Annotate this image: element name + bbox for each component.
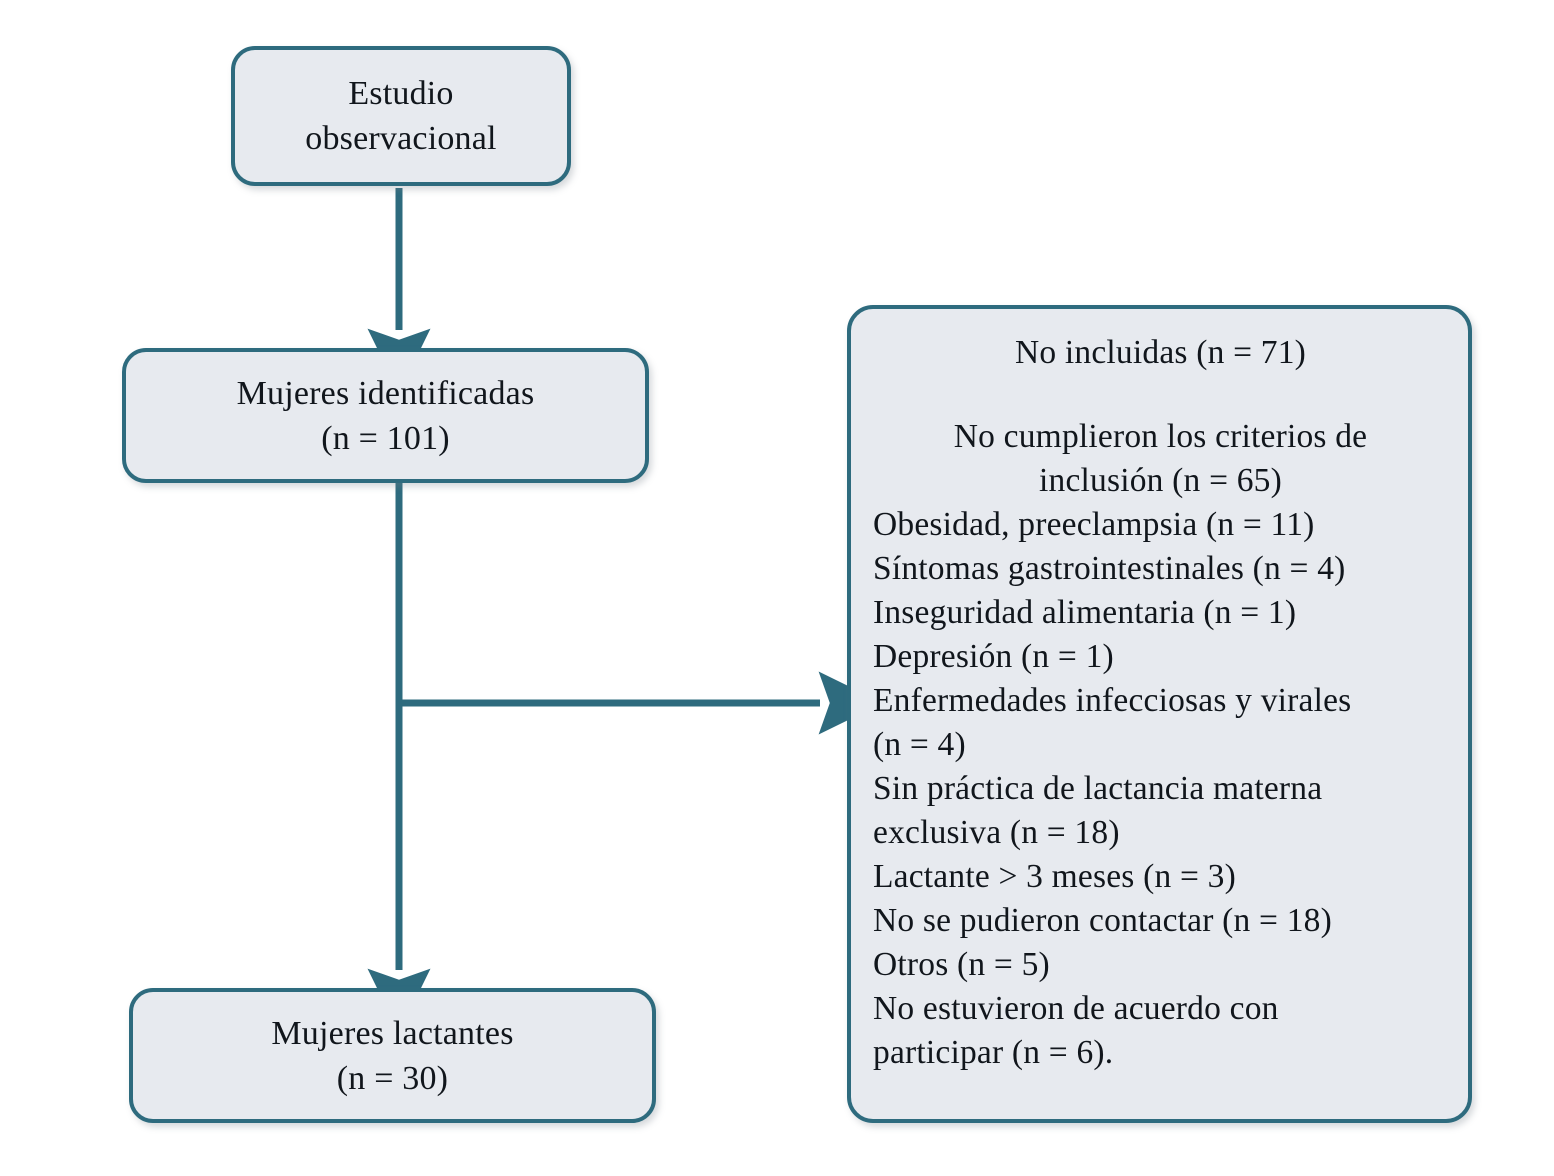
excluded-subtitle-line-2: inclusión (n = 65) [1038, 462, 1282, 499]
node-lactating-label: Mujeres lactantes [271, 1014, 514, 1052]
excluded-reason-7: Lactante > 3 meses (n = 3) [873, 858, 1236, 895]
node-study-observacional[interactable]: Estudio observacional [231, 46, 571, 186]
excluded-title-spacer [873, 375, 1448, 415]
excluded-subtitle-line-1: No cumplieron los criterios de [953, 418, 1368, 455]
excluded-reason-2: Síntomas gastrointestinales (n = 4) [873, 550, 1346, 587]
excluded-reason-4: Depresión (n = 1) [873, 638, 1114, 675]
excluded-reason-9: Otros (n = 5) [873, 946, 1050, 983]
excluded-reason-10-cont: participar (n = 6). [873, 1034, 1114, 1071]
excluded-title: No incluidas (n = 71) [1014, 334, 1307, 371]
node-no-incluidas[interactable]: No incluidas (n = 71) No cumplieron los … [847, 305, 1472, 1123]
node-identified-count: (n = 101) [321, 419, 450, 457]
excluded-reason-6: Sin práctica de lactancia materna [873, 770, 1323, 807]
node-mujeres-identificadas[interactable]: Mujeres identificadas (n = 101) [122, 348, 649, 483]
excluded-reason-8: No se pudieron contactar (n = 18) [873, 902, 1332, 939]
excluded-reason-10: No estuvieron de acuerdo con [873, 990, 1279, 1027]
node-lactating-count: (n = 30) [336, 1059, 449, 1097]
node-study-line-1: Estudio [348, 75, 454, 112]
excluded-reason-3: Inseguridad alimentaria (n = 1) [873, 594, 1297, 631]
excluded-reason-6-cont: exclusiva (n = 18) [873, 814, 1120, 851]
excluded-reason-1: Obesidad, preeclampsia (n = 11) [873, 506, 1315, 543]
node-mujeres-lactantes[interactable]: Mujeres lactantes (n = 30) [129, 988, 656, 1123]
node-identified-label: Mujeres identificadas [236, 374, 535, 412]
excluded-reason-5-cont: (n = 4) [873, 726, 966, 763]
excluded-reason-5: Enfermedades infecciosas y virales [873, 682, 1352, 719]
node-study-line-2: observacional [305, 120, 497, 157]
